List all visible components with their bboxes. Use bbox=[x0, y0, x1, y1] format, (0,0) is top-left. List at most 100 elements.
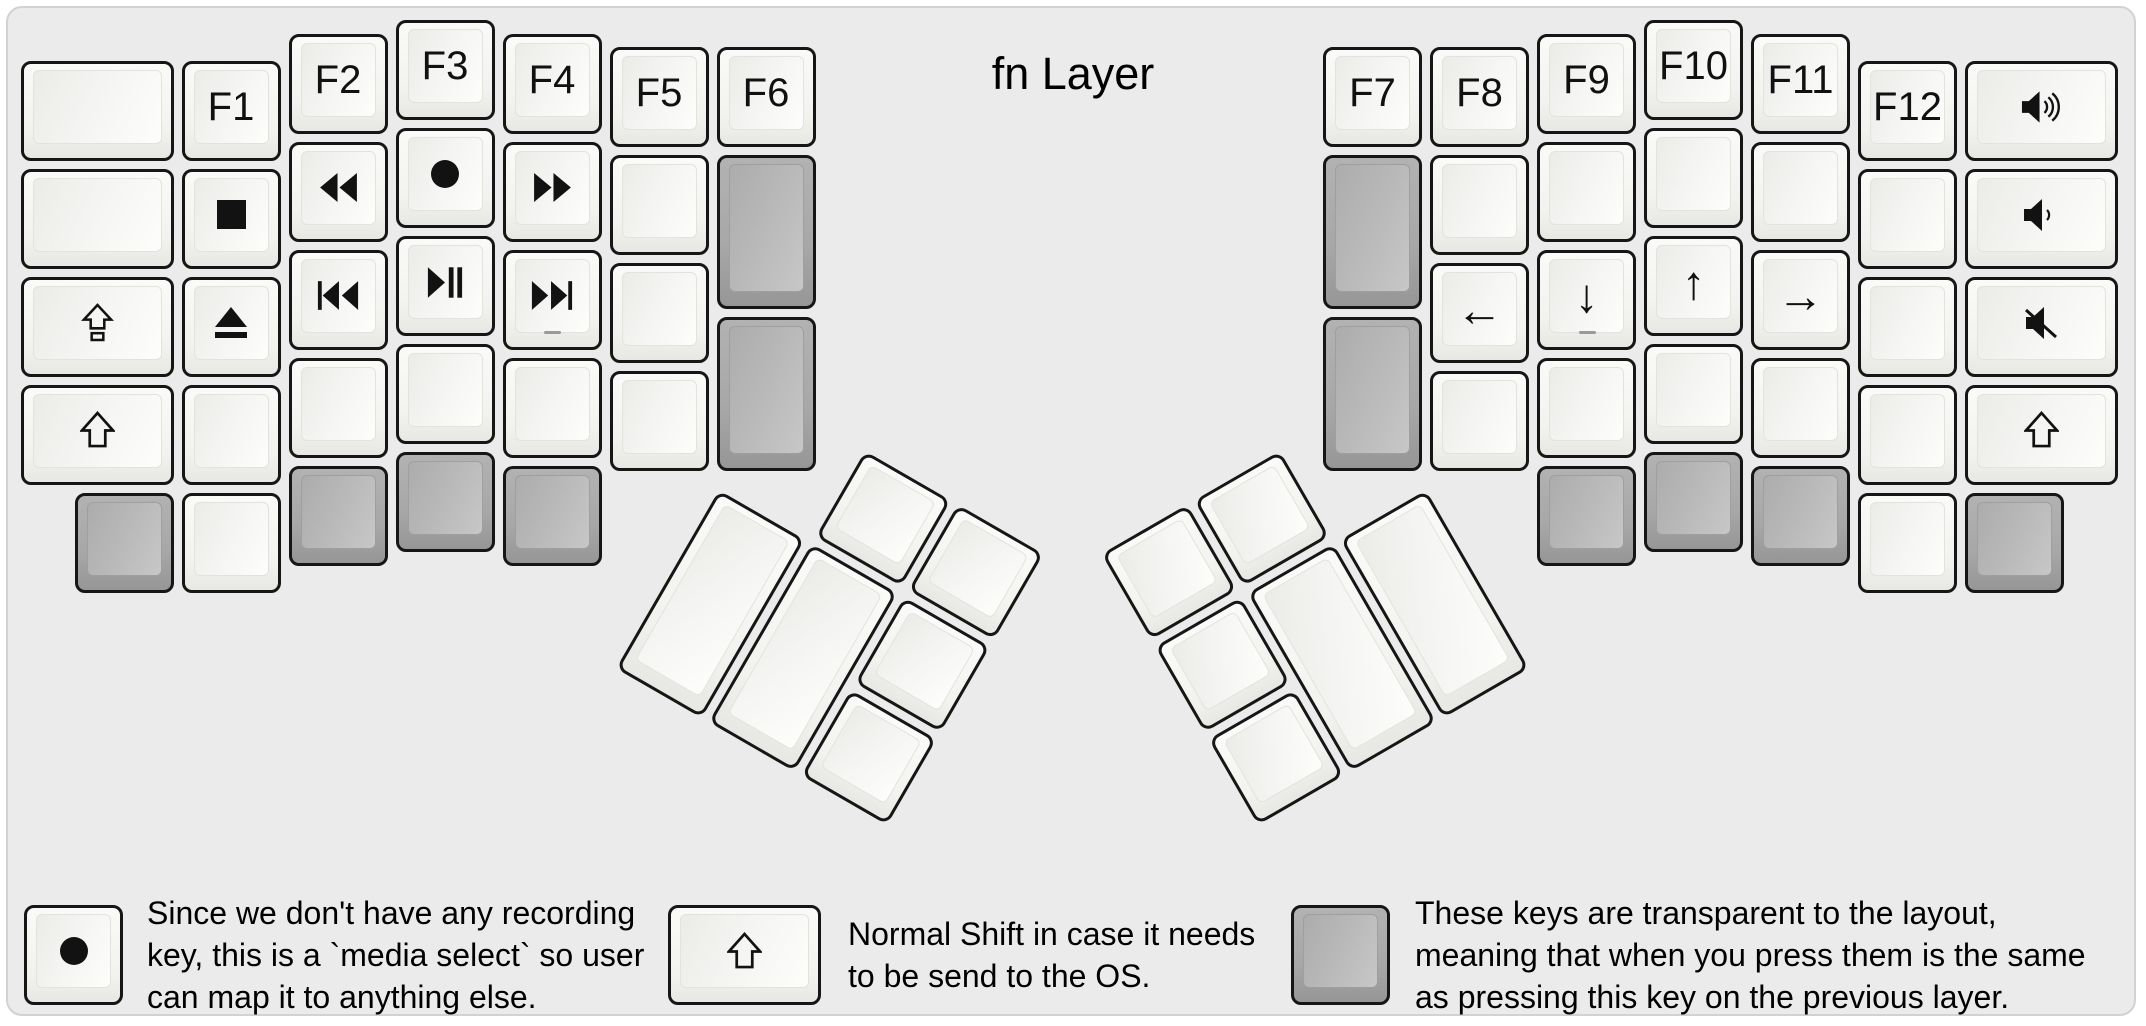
keycap-top: ↓ bbox=[1549, 258, 1624, 333]
key-blank[interactable] bbox=[181, 492, 281, 593]
key-blank[interactable] bbox=[1858, 492, 1957, 593]
key-blank[interactable] bbox=[1751, 141, 1850, 242]
caps-lock-icon bbox=[80, 303, 114, 342]
key-shift-right[interactable] bbox=[1965, 384, 2118, 485]
key-stop[interactable] bbox=[181, 168, 281, 269]
key-blank[interactable] bbox=[288, 357, 388, 458]
legend-line: These keys are transparent to the layout… bbox=[1415, 895, 1997, 931]
key-f5[interactable]: F5 bbox=[609, 47, 709, 147]
key-transparent[interactable] bbox=[502, 465, 602, 566]
key-transparent[interactable] bbox=[1323, 155, 1422, 309]
key-label: ← bbox=[1456, 282, 1503, 336]
keycap-top bbox=[33, 69, 162, 144]
key-transparent[interactable] bbox=[288, 465, 388, 566]
keycap-top bbox=[1303, 914, 1378, 988]
key-transparent[interactable] bbox=[74, 492, 174, 593]
key-record[interactable] bbox=[395, 128, 495, 228]
key-blank[interactable] bbox=[1430, 371, 1529, 471]
key-blank[interactable] bbox=[1644, 128, 1743, 228]
key-f7[interactable]: F7 bbox=[1323, 47, 1422, 147]
key-label: F8 bbox=[1456, 71, 1503, 115]
key-blank[interactable] bbox=[1751, 357, 1850, 458]
key-play-pause[interactable] bbox=[395, 236, 495, 336]
key-f4[interactable]: F4 bbox=[502, 33, 602, 134]
key-transparent[interactable] bbox=[716, 155, 816, 309]
keycap-top bbox=[514, 150, 590, 225]
key-blank[interactable] bbox=[21, 60, 174, 161]
key-blank[interactable] bbox=[609, 155, 709, 255]
key-f6[interactable]: F6 bbox=[716, 47, 816, 147]
key-f2[interactable]: F2 bbox=[288, 33, 388, 134]
legend-line: to be send to the OS. bbox=[848, 958, 1151, 994]
keycap-top bbox=[36, 914, 111, 988]
key-blank[interactable] bbox=[395, 344, 495, 444]
previous-track-icon bbox=[316, 280, 360, 311]
key-next-track[interactable] bbox=[502, 249, 602, 350]
key-blank[interactable] bbox=[1858, 276, 1957, 377]
key-f10[interactable]: F10 bbox=[1644, 20, 1743, 120]
key-arrow-down[interactable]: ↓ bbox=[1537, 249, 1636, 350]
fast-forward-icon bbox=[532, 172, 573, 203]
key-blank[interactable] bbox=[21, 168, 174, 269]
key-f12[interactable]: F12 bbox=[1858, 60, 1957, 161]
key-transparent[interactable] bbox=[1751, 465, 1850, 566]
key-f11[interactable]: F11 bbox=[1751, 33, 1850, 134]
keycap-top bbox=[1870, 393, 1945, 468]
key-blank[interactable] bbox=[609, 371, 709, 471]
key-blank[interactable] bbox=[609, 263, 709, 363]
keycap-top: F2 bbox=[300, 42, 376, 117]
key-f8[interactable]: F8 bbox=[1430, 47, 1529, 147]
key-blank[interactable] bbox=[1858, 168, 1957, 269]
keycap-top bbox=[300, 366, 376, 441]
key-prev-track[interactable] bbox=[288, 249, 388, 350]
next-track-icon bbox=[530, 280, 574, 311]
key-arrow-right[interactable]: → bbox=[1751, 249, 1850, 350]
key-blank[interactable] bbox=[1537, 357, 1636, 458]
keycap-top bbox=[1870, 285, 1945, 360]
key-label: F4 bbox=[528, 57, 576, 102]
keycap-top: F4 bbox=[514, 42, 590, 117]
key-arrow-left[interactable]: ← bbox=[1430, 263, 1529, 363]
key-transparent[interactable] bbox=[1323, 317, 1422, 471]
key-blank[interactable] bbox=[181, 384, 281, 485]
key-volume-down[interactable] bbox=[1965, 168, 2118, 269]
key-f1[interactable]: F1 bbox=[181, 60, 281, 161]
keycap-top: F8 bbox=[1442, 56, 1517, 130]
key-shift-left[interactable] bbox=[21, 384, 174, 485]
keycap-top bbox=[1549, 366, 1624, 441]
keycap-top: F7 bbox=[1335, 56, 1410, 130]
stop-icon bbox=[216, 200, 246, 229]
keycap-top bbox=[1977, 501, 2052, 576]
key-blank[interactable] bbox=[502, 357, 602, 458]
key-blank[interactable] bbox=[1858, 384, 1957, 485]
key-fast-forward[interactable] bbox=[502, 141, 602, 242]
key-blank[interactable] bbox=[1537, 141, 1636, 242]
keycap-top bbox=[300, 474, 376, 549]
keycap-top: F3 bbox=[407, 29, 483, 103]
key-volume-up[interactable] bbox=[1965, 60, 2118, 161]
key-blank[interactable] bbox=[1644, 344, 1743, 444]
key-transparent[interactable] bbox=[395, 452, 495, 552]
key-label: F5 bbox=[635, 71, 683, 115]
key-arrow-up[interactable]: ↑ bbox=[1644, 236, 1743, 336]
key-transparent[interactable] bbox=[716, 317, 816, 471]
keycap-top bbox=[1335, 326, 1410, 454]
key-transparent[interactable] bbox=[1965, 492, 2064, 593]
layer-title: fn Layer bbox=[991, 48, 1155, 99]
key-f9[interactable]: F9 bbox=[1537, 33, 1636, 134]
key-label: F10 bbox=[1659, 44, 1728, 88]
key-f3[interactable]: F3 bbox=[395, 20, 495, 120]
key-label: F7 bbox=[1349, 71, 1396, 115]
key-transparent[interactable] bbox=[1537, 465, 1636, 566]
key-blank[interactable] bbox=[1430, 155, 1529, 255]
key-rewind[interactable] bbox=[288, 141, 388, 242]
shift-icon bbox=[726, 931, 762, 971]
keycap-top bbox=[1977, 69, 2106, 144]
key-eject[interactable] bbox=[181, 276, 281, 377]
keycap-top bbox=[1549, 150, 1624, 225]
key-transparent[interactable] bbox=[1644, 452, 1743, 552]
key-mute[interactable] bbox=[1965, 276, 2118, 377]
key-caps-lock[interactable] bbox=[21, 276, 174, 377]
